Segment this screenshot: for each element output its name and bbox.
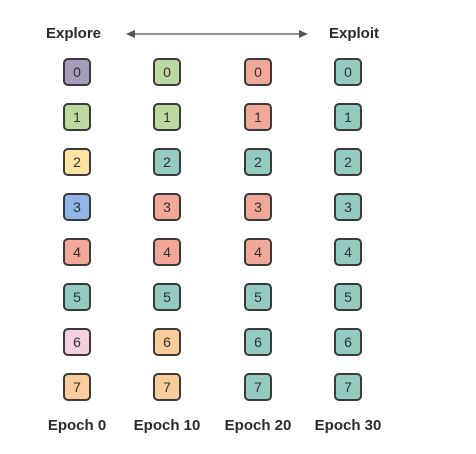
member-box: 1: [63, 103, 91, 131]
member-box: 4: [63, 238, 91, 266]
member-box: 5: [153, 283, 181, 311]
member-box: 2: [63, 148, 91, 176]
member-box: 1: [334, 103, 362, 131]
member-box: 7: [334, 373, 362, 401]
member-box: 6: [153, 328, 181, 356]
member-box: 5: [244, 283, 272, 311]
member-box: 4: [153, 238, 181, 266]
member-box: 7: [153, 373, 181, 401]
member-box: 3: [153, 193, 181, 221]
member-box: 2: [153, 148, 181, 176]
member-box: 6: [334, 328, 362, 356]
member-box: 6: [63, 328, 91, 356]
member-box: 0: [153, 58, 181, 86]
double-headed-arrow-icon: [126, 30, 308, 38]
member-box: 7: [63, 373, 91, 401]
member-box: 5: [63, 283, 91, 311]
member-box: 6: [244, 328, 272, 356]
member-box: 4: [334, 238, 362, 266]
member-box: 0: [334, 58, 362, 86]
member-box: 1: [153, 103, 181, 131]
member-box: 7: [244, 373, 272, 401]
exploit-label: Exploit: [329, 25, 380, 42]
member-box: 3: [334, 193, 362, 221]
member-box: 0: [244, 58, 272, 86]
member-box: 5: [334, 283, 362, 311]
epoch-label: Epoch 30: [314, 417, 382, 434]
explore-label: Explore: [46, 25, 102, 42]
member-box: 1: [244, 103, 272, 131]
epoch-label: Epoch 10: [133, 417, 201, 434]
member-box: 0: [63, 58, 91, 86]
member-box: 2: [334, 148, 362, 176]
member-box: 4: [244, 238, 272, 266]
member-box: 3: [244, 193, 272, 221]
epoch-label: Epoch 20: [224, 417, 292, 434]
member-box: 2: [244, 148, 272, 176]
member-box: 3: [63, 193, 91, 221]
epoch-label: Epoch 0: [47, 417, 107, 434]
